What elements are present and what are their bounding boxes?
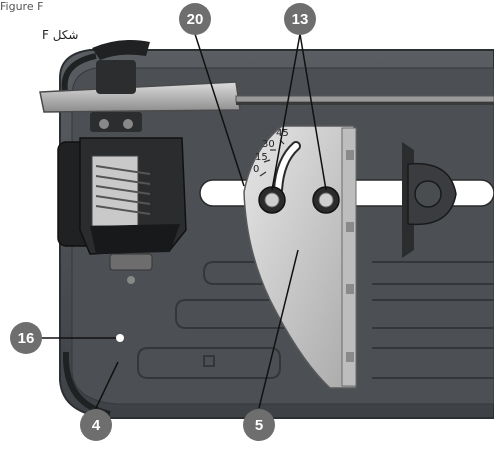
scale-label-0: 0 — [253, 164, 259, 175]
callout-16: 16 — [10, 322, 42, 354]
figure-caption: Figure F — [0, 0, 44, 13]
right-bracket — [402, 142, 457, 258]
scale-label-15: 15 — [255, 152, 268, 163]
marker-dot — [116, 334, 124, 342]
callout-5: 5 — [243, 409, 275, 441]
callout-13-label: 13 — [292, 11, 309, 28]
scale-label-30: 30 — [262, 139, 275, 150]
callout-13: 13 — [284, 3, 316, 35]
callout-20-label: 20 — [187, 11, 204, 28]
figure-caption-arabic: شكل F — [42, 28, 79, 42]
callout-16-label: 16 — [18, 330, 35, 347]
callout-4: 4 — [80, 409, 112, 441]
callout-4-label: 4 — [92, 417, 101, 434]
callout-5-label: 5 — [255, 417, 263, 434]
callout-20: 20 — [179, 3, 211, 35]
guide-rail — [39, 60, 494, 132]
leader-lines — [40, 33, 327, 409]
left-housing — [57, 137, 187, 284]
bevel-plate: 0 15 30 45 — [243, 125, 357, 389]
